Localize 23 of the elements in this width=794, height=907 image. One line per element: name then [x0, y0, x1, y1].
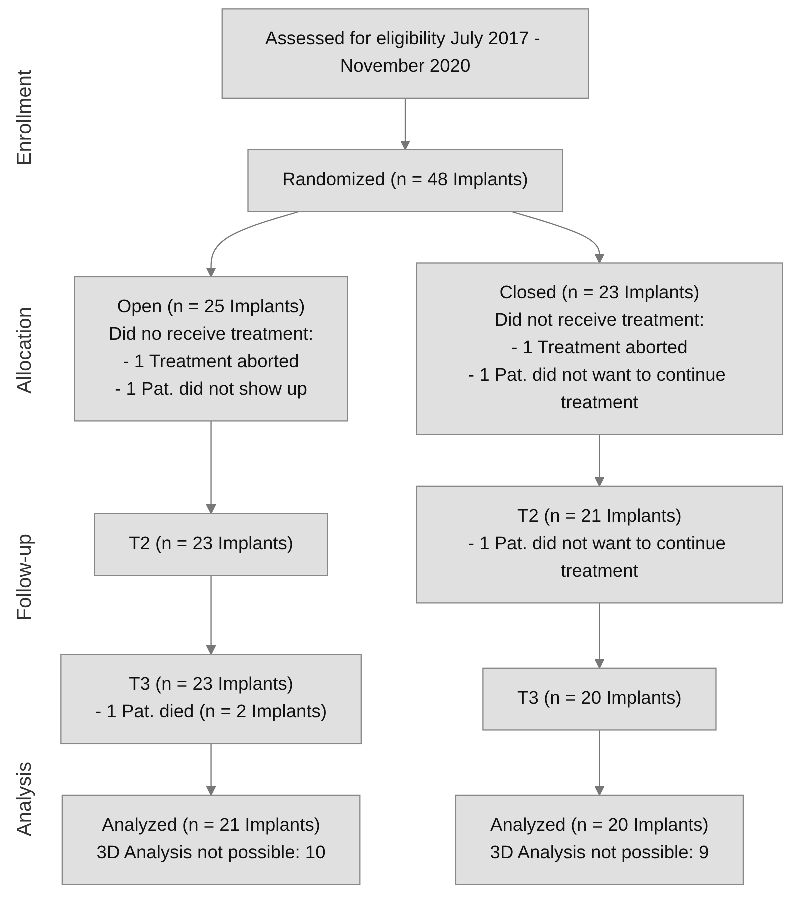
node-box: Analyzed (n = 20 Implants) 3D Analysis not possible: 9: [455, 794, 744, 886]
arrow: [206, 744, 216, 796]
node-box: T3 (n = 20 Implants): [482, 668, 717, 731]
arrow: [400, 98, 411, 150]
arrow: [594, 434, 605, 487]
node-box: T2 (n = 23 Implants): [94, 513, 328, 576]
node-box: T3 (n = 23 Implants) - 1 Pat. died (n = 2 Implants): [60, 654, 362, 745]
arrow: [594, 603, 605, 669]
stage-label: Allocation: [14, 306, 36, 394]
arrow: [206, 576, 216, 656]
stage-label: Enrollment: [14, 70, 36, 166]
node-box: Open (n = 25 Implants) Did no receive treatment: - 1 Treatment aborted - 1 Pat. did not show up: [74, 276, 348, 422]
node-box: T2 (n = 21 Implants) - 1 Pat. did not want to continue treatment: [416, 486, 784, 604]
node-box: Assessed for eligibility July 2017 - November 2020: [222, 8, 590, 99]
arrow: [206, 421, 216, 514]
arrow: [206, 211, 300, 278]
stage-label: Follow-up: [14, 534, 36, 622]
node-box: Closed (n = 23 Implants) Did not receive treatment: - 1 Treatment aborted - 1 Pat. did not want to continue treatment: [416, 262, 784, 436]
node-box: Randomized (n = 48 Implants): [248, 149, 564, 212]
arrow: [594, 730, 605, 796]
arrow: [511, 211, 605, 264]
stage-label: Analysis: [14, 762, 36, 837]
node-box: Analyzed (n = 21 Implants) 3D Analysis not possible: 10: [62, 794, 361, 886]
